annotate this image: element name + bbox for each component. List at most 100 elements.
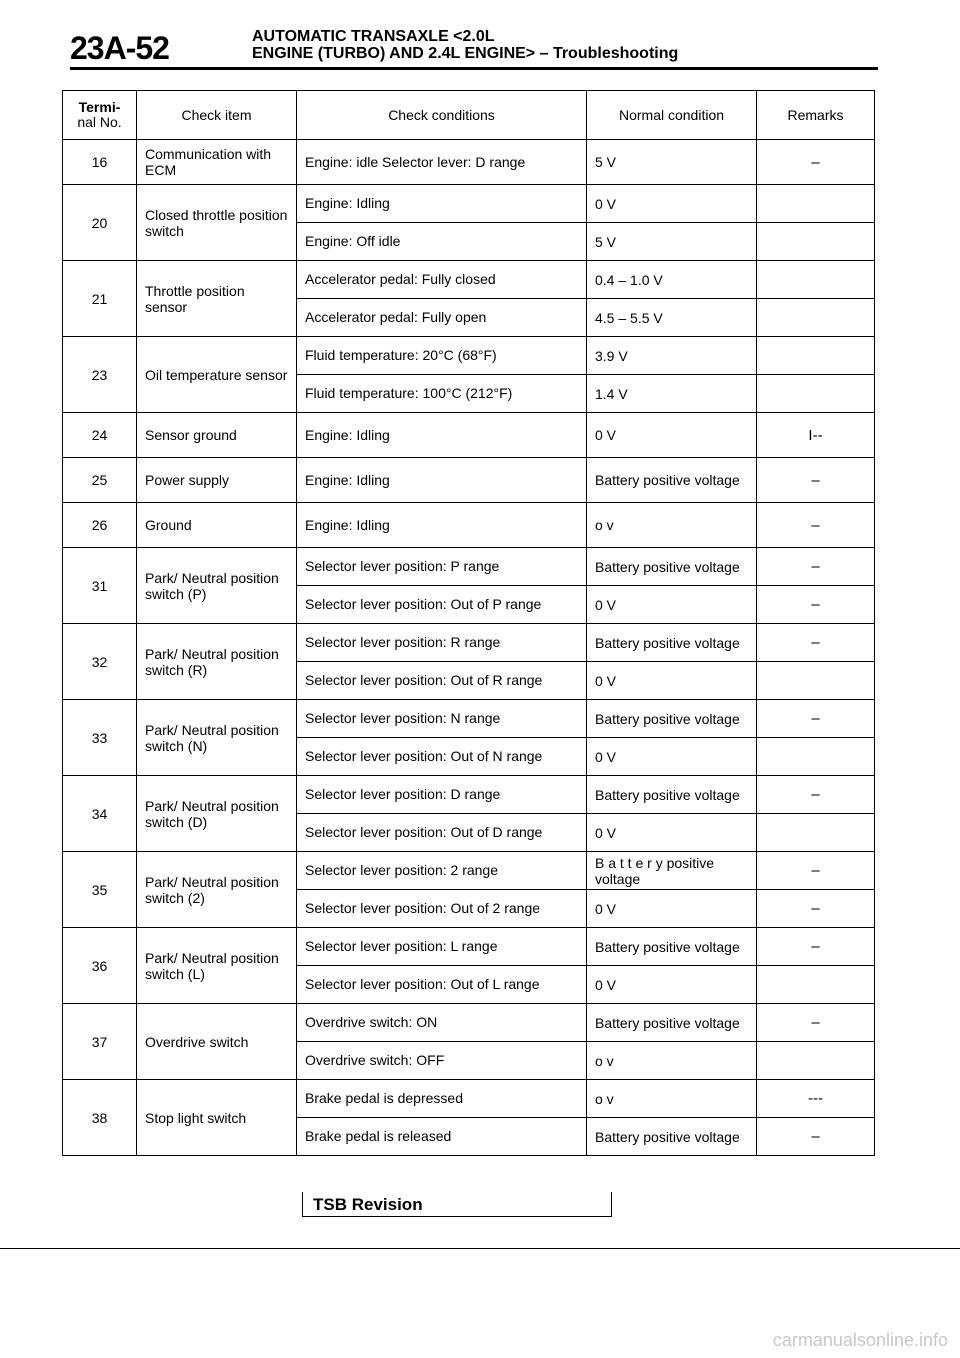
check-condition: Brake pedal is depressed — [296, 1079, 587, 1118]
normal-condition: 0 V — [586, 585, 757, 624]
check-condition: Selector lever position: Out of N range — [296, 737, 587, 776]
check-item: Park/ Neutral position switch (D) — [136, 775, 297, 852]
check-item: Power supply — [136, 457, 297, 503]
check-item: Overdrive switch — [136, 1003, 297, 1080]
terminal-number: 36 — [62, 927, 137, 1004]
terminal-number: 16 — [62, 139, 137, 185]
bottom-rule — [0, 1248, 960, 1249]
remarks: – — [756, 1003, 875, 1042]
normal-condition: o v — [586, 502, 757, 548]
remarks — [756, 813, 875, 852]
header-check-item: Check item — [136, 90, 297, 140]
remarks — [756, 737, 875, 776]
header-check-conditions: Check conditions — [296, 90, 587, 140]
check-condition: Selector lever position: 2 range — [296, 851, 587, 890]
remarks: – — [756, 547, 875, 586]
check-condition: Selector lever position: Out of P range — [296, 585, 587, 624]
normal-condition: 0 V — [586, 965, 757, 1004]
remarks — [756, 965, 875, 1004]
remarks: – — [756, 139, 875, 185]
check-condition: Brake pedal is released — [296, 1117, 587, 1156]
check-condition: Accelerator pedal: Fully open — [296, 298, 587, 337]
remarks: --- — [756, 1079, 875, 1118]
remarks — [756, 661, 875, 700]
normal-condition: o v — [586, 1079, 757, 1118]
terminal-number: 37 — [62, 1003, 137, 1080]
terminal-number: 33 — [62, 699, 137, 776]
normal-condition: 0 V — [586, 813, 757, 852]
watermark: carmanualsonline.info — [772, 1330, 948, 1350]
check-condition: Fluid temperature: 20°C (68°F) — [296, 336, 587, 375]
terminal-number: 20 — [62, 184, 137, 261]
normal-condition: Battery positive voltage — [586, 457, 757, 503]
remarks: – — [756, 851, 875, 890]
remarks: – — [756, 1117, 875, 1156]
check-condition: Selector lever position: R range — [296, 623, 587, 662]
header-rule — [70, 67, 878, 70]
check-condition: Accelerator pedal: Fully closed — [296, 260, 587, 299]
normal-condition: 1.4 V — [586, 374, 757, 413]
terminal-number: 25 — [62, 457, 137, 503]
terminal-number: 21 — [62, 260, 137, 337]
normal-condition: 0 V — [586, 889, 757, 928]
check-condition: Engine: Idling — [296, 184, 587, 223]
check-condition: Selector lever position: N range — [296, 699, 587, 738]
terminal-number: 24 — [62, 412, 137, 458]
tsb-revision-box: TSB Revision — [302, 1192, 612, 1217]
remarks: – — [756, 623, 875, 662]
remarks: – — [756, 585, 875, 624]
normal-condition: 5 V — [586, 139, 757, 185]
check-item: Closed throttle position switch — [136, 184, 297, 261]
normal-condition: Battery positive voltage — [586, 927, 757, 966]
check-item: Sensor ground — [136, 412, 297, 458]
check-condition: Fluid temperature: 100°C (212°F) — [296, 374, 587, 413]
check-item: Park/ Neutral position switch (2) — [136, 851, 297, 928]
terminal-number: 35 — [62, 851, 137, 928]
normal-condition: Battery positive voltage — [586, 699, 757, 738]
page-number: 23A-52 — [70, 30, 170, 66]
normal-condition: Battery positive voltage — [586, 775, 757, 814]
check-condition: Engine: idle Selector lever: D range — [296, 139, 587, 185]
check-item: Ground — [136, 502, 297, 548]
remarks: I-- — [756, 412, 875, 458]
remarks — [756, 374, 875, 413]
normal-condition: 0 V — [586, 661, 757, 700]
header-remarks: Remarks — [756, 90, 875, 140]
check-condition: Engine: Idling — [296, 502, 587, 548]
remarks — [756, 260, 875, 299]
table-row: Fluid temperature: 100°C (212°F)1.4 V — [63, 374, 875, 413]
check-condition: Selector lever position: L range — [296, 927, 587, 966]
remarks — [756, 184, 875, 223]
terminal-number: 23 — [62, 336, 137, 413]
normal-condition: 0 V — [586, 737, 757, 776]
normal-condition: Battery positive voltage — [586, 547, 757, 586]
check-item: Park/ Neutral position switch (L) — [136, 927, 297, 1004]
check-condition: Selector lever position: D range — [296, 775, 587, 814]
normal-condition: 3.9 V — [586, 336, 757, 375]
remarks — [756, 1041, 875, 1080]
normal-condition: o v — [586, 1041, 757, 1080]
terminal-number: 31 — [62, 547, 137, 624]
header-normal-condition: Normal condition — [586, 90, 757, 140]
remarks: – — [756, 927, 875, 966]
remarks: – — [756, 457, 875, 503]
title-line-2: ENGINE (TURBO) AND 2.4L ENGINE> – Troubl… — [252, 45, 679, 62]
remarks: – — [756, 889, 875, 928]
